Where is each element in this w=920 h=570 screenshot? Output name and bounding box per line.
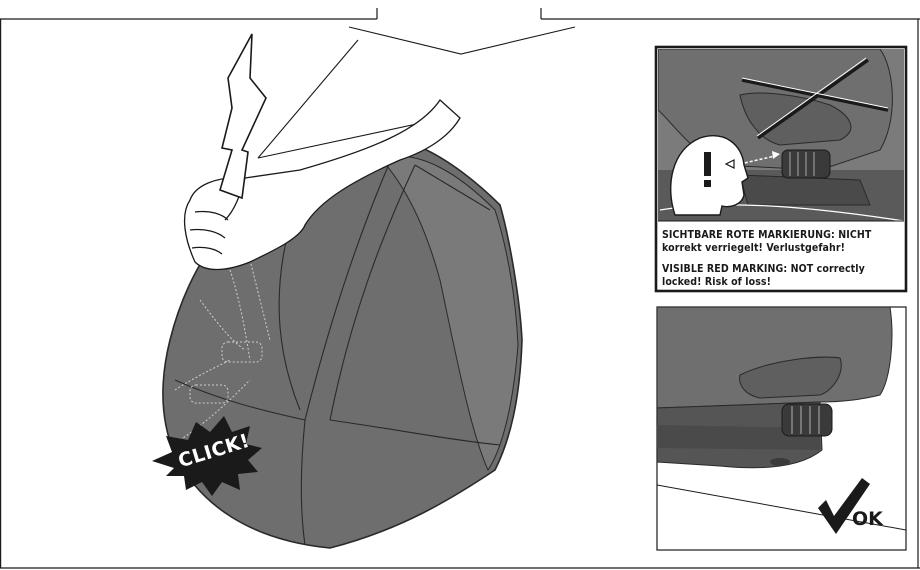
click-burst xyxy=(152,416,262,496)
checkmark-icon xyxy=(818,478,870,534)
incorrect-inset xyxy=(654,45,908,293)
correct-inset xyxy=(656,306,907,551)
ok-label: OK xyxy=(852,508,883,530)
head-exclamation-icon xyxy=(669,135,780,216)
lightning-arrow-down-icon xyxy=(219,33,267,200)
warning-text-de: SICHTBARE ROTE MARKIERUNG: NICHT korrekt… xyxy=(662,229,872,254)
warning-text-en: VISIBLE RED MARKING: NOT correctly locke… xyxy=(662,263,865,288)
hand xyxy=(183,99,461,271)
page-frame xyxy=(0,8,920,569)
